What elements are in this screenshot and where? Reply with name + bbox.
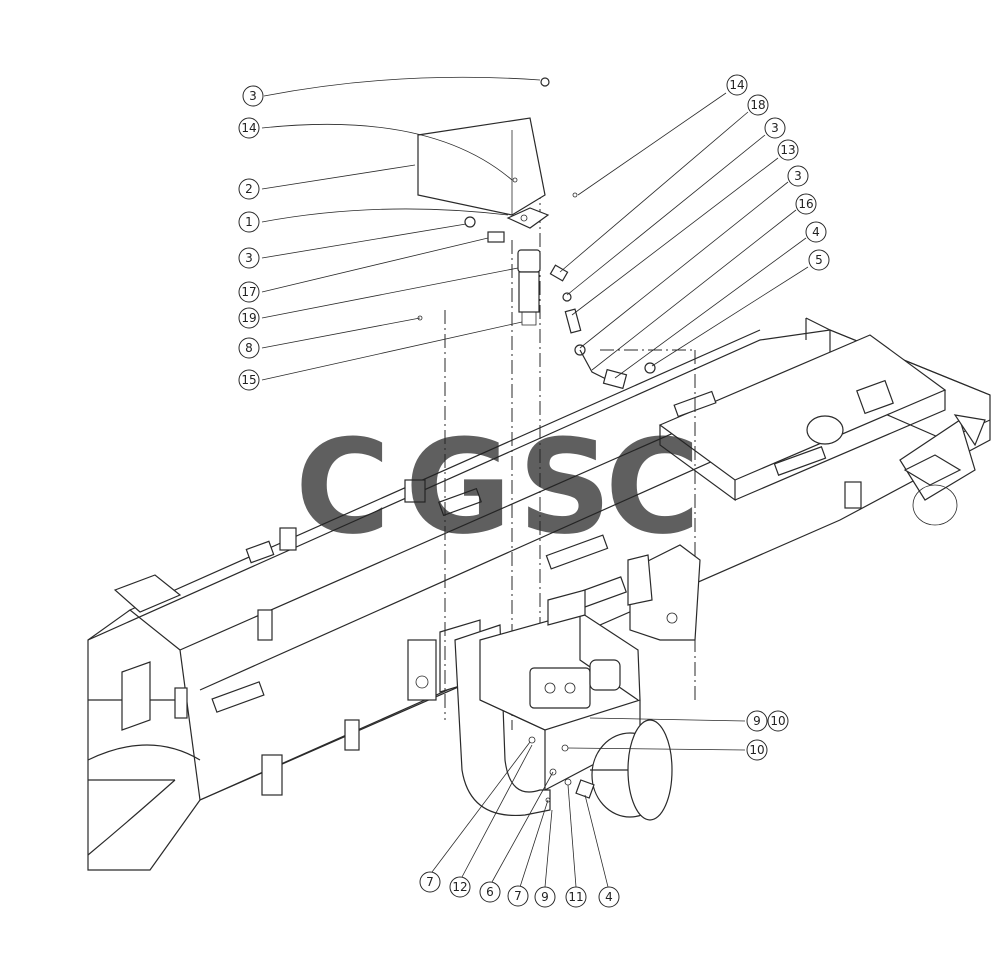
- svg-text:10: 10: [770, 714, 785, 728]
- svg-text:11: 11: [568, 890, 583, 904]
- callout-12: 12: [449, 876, 471, 898]
- svg-text:6: 6: [486, 885, 494, 899]
- callout-10-right-a: 10: [767, 710, 789, 732]
- watermark-letter-3: S: [518, 411, 612, 563]
- callout-1: 1: [238, 211, 260, 233]
- svg-text:8: 8: [245, 341, 253, 355]
- callout-14-right: 14: [726, 74, 748, 96]
- callout-4-bottom: 4: [598, 886, 620, 908]
- hydraulic-reservoir-assembly: [417, 77, 656, 390]
- callout-19: 19: [238, 307, 260, 329]
- callout-3-r2: 3: [787, 165, 809, 187]
- svg-text:9: 9: [541, 890, 549, 904]
- svg-text:2: 2: [245, 182, 253, 196]
- watermark-letter-1: C: [295, 411, 390, 563]
- callout-13: 13: [777, 139, 799, 161]
- svg-text:12: 12: [452, 880, 467, 894]
- callouts: 3 14 2 1 3 17 19 8 15 14 18 3 13 3 16 4 …: [238, 74, 830, 908]
- svg-text:14: 14: [729, 78, 744, 92]
- callout-14-left: 14: [238, 117, 260, 139]
- callout-7-b: 7: [507, 885, 529, 907]
- callout-16: 16: [795, 193, 817, 215]
- watermark-letter-2: G: [405, 411, 512, 563]
- callout-15: 15: [238, 369, 260, 391]
- callout-18: 18: [747, 94, 769, 116]
- svg-text:15: 15: [241, 373, 256, 387]
- svg-text:5: 5: [815, 253, 823, 267]
- svg-text:3: 3: [771, 121, 779, 135]
- callout-6: 6: [479, 881, 501, 903]
- svg-text:13: 13: [780, 143, 795, 157]
- callout-3-mid: 3: [238, 247, 260, 269]
- svg-text:7: 7: [426, 875, 434, 889]
- svg-text:4: 4: [812, 225, 820, 239]
- svg-text:3: 3: [794, 169, 802, 183]
- callout-5: 5: [808, 249, 830, 271]
- svg-text:1: 1: [245, 215, 253, 229]
- callout-3-top: 3: [242, 85, 264, 107]
- chassis-frame: [87, 317, 991, 871]
- callout-8: 8: [238, 337, 260, 359]
- callout-11: 11: [565, 886, 587, 908]
- svg-text:4: 4: [605, 890, 613, 904]
- svg-text:10: 10: [749, 743, 764, 757]
- svg-text:7: 7: [514, 889, 522, 903]
- svg-text:9: 9: [753, 714, 761, 728]
- cgsc-watermark: C G S C: [295, 411, 700, 563]
- svg-text:18: 18: [750, 98, 765, 112]
- svg-text:14: 14: [241, 121, 256, 135]
- svg-text:17: 17: [241, 285, 256, 299]
- svg-text:19: 19: [241, 311, 256, 325]
- callout-17: 17: [238, 281, 260, 303]
- callout-3-r1: 3: [764, 117, 786, 139]
- callout-2: 2: [238, 178, 260, 200]
- callout-4-right: 4: [805, 221, 827, 243]
- svg-text:3: 3: [245, 251, 253, 265]
- winch-pump-assembly: [454, 544, 701, 821]
- svg-text:3: 3: [249, 89, 257, 103]
- svg-text:16: 16: [798, 197, 813, 211]
- callout-9-bottom: 9: [534, 886, 556, 908]
- callout-9-right: 9: [746, 710, 768, 732]
- callout-leaders: [261, 76, 809, 888]
- callout-10-right-b: 10: [746, 739, 768, 761]
- callout-7-a: 7: [419, 871, 441, 893]
- watermark-letter-4: C: [605, 411, 700, 563]
